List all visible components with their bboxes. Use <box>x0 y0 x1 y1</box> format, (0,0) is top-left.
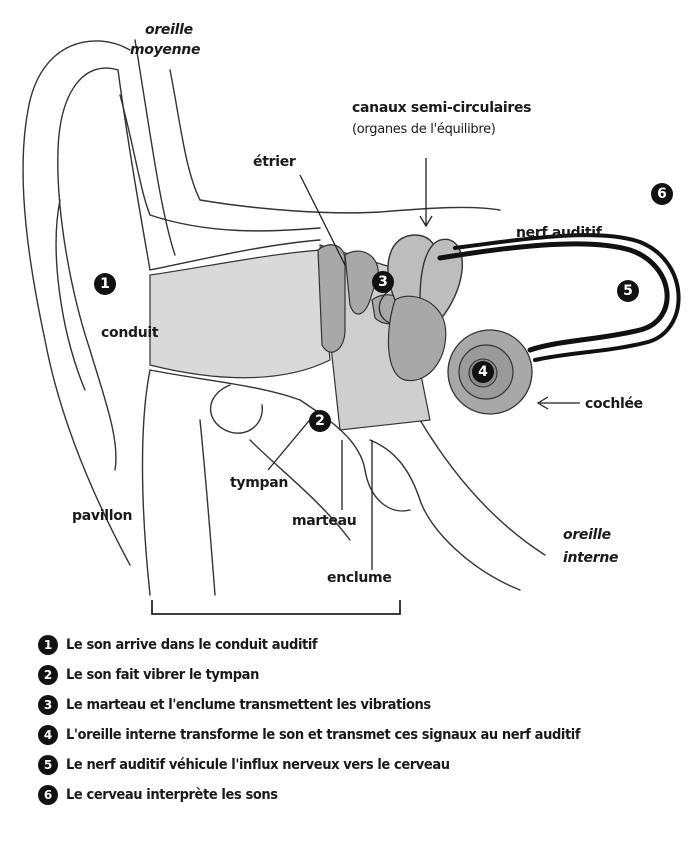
label-canaux-sub: (organes de l'équilibre) <box>352 122 496 137</box>
bracket-oreille-externe <box>152 600 400 614</box>
legend: 1 Le son arrive dans le conduit auditif … <box>38 630 688 810</box>
legend-item-2: 2 Le son fait vibrer le tympan <box>38 660 688 690</box>
marteau-bone <box>318 245 345 352</box>
legend-num: 1 <box>38 635 58 655</box>
canal-upper-wall <box>118 70 320 270</box>
skin-contour-top <box>170 70 500 213</box>
marker-1: 1 <box>94 273 116 295</box>
label-nerf-auditif: nerf auditif <box>516 225 602 241</box>
label-canaux: canaux semi-circulaires <box>352 100 531 116</box>
legend-item-5: 5 Le nerf auditif véhicule l'influx nerv… <box>38 750 688 780</box>
marker-5: 5 <box>617 280 639 302</box>
legend-text: Le cerveau interprète les sons <box>66 787 278 803</box>
label-oreille-interne-1: oreille <box>563 527 611 543</box>
marker-3: 3 <box>372 271 394 293</box>
label-marteau: marteau <box>292 513 356 529</box>
legend-num: 2 <box>38 665 58 685</box>
legend-text: Le marteau et l'enclume transmettent les… <box>66 697 431 713</box>
pinna-helix-inner <box>56 200 85 390</box>
pinna-inner-fold <box>58 68 118 470</box>
vestibule <box>388 296 445 380</box>
legend-text: Le son arrive dans le conduit auditif <box>66 637 317 653</box>
marker-6: 6 <box>651 183 673 205</box>
lower-tube-3 <box>420 420 545 555</box>
legend-num: 4 <box>38 725 58 745</box>
canal-lower-wall-2 <box>143 370 151 595</box>
canal-upper-wall-2 <box>135 40 175 255</box>
jaw-contour <box>211 385 263 433</box>
label-etrier: étrier <box>253 154 296 170</box>
legend-item-4: 4 L'oreille interne transforme le son et… <box>38 720 688 750</box>
ear-canal <box>150 250 330 378</box>
label-cochlee: cochlée <box>585 396 643 412</box>
label-pavillon: pavillon <box>72 508 132 524</box>
legend-item-1: 1 Le son arrive dans le conduit auditif <box>38 630 688 660</box>
label-enclume: enclume <box>327 570 392 586</box>
legend-num: 3 <box>38 695 58 715</box>
legend-num: 5 <box>38 755 58 775</box>
lower-tube-4 <box>200 420 215 595</box>
marker-2: 2 <box>309 410 331 432</box>
lower-tube-2 <box>370 440 520 590</box>
label-oreille-moyenne-1: oreille <box>145 22 193 38</box>
label-oreille-interne-2: interne <box>563 550 618 566</box>
legend-item-6: 6 Le cerveau interprète les sons <box>38 780 688 810</box>
legend-item-3: 3 Le marteau et l'enclume transmettent l… <box>38 690 688 720</box>
label-oreille-moyenne-2: moyenne <box>130 42 200 58</box>
legend-text: Le son fait vibrer le tympan <box>66 667 259 683</box>
legend-text: Le nerf auditif véhicule l'influx nerveu… <box>66 757 450 773</box>
marker-4: 4 <box>472 361 494 383</box>
label-tympan: tympan <box>230 475 288 491</box>
label-conduit: conduit <box>101 325 158 341</box>
legend-num: 6 <box>38 785 58 805</box>
legend-text: L'oreille interne transforme le son et t… <box>66 727 580 743</box>
